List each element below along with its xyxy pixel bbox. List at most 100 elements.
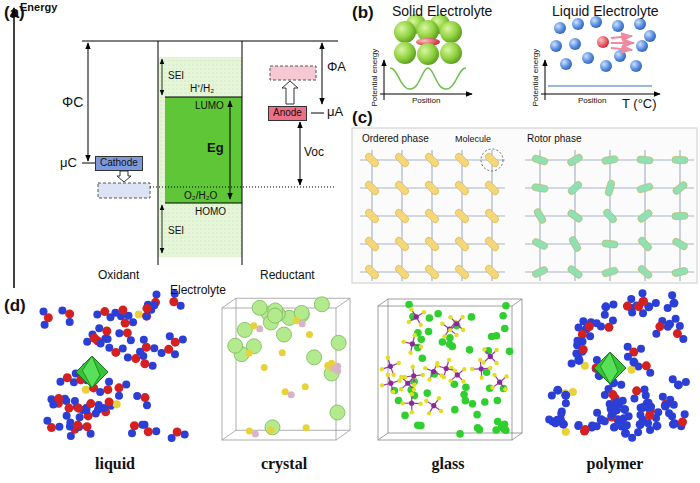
atom (446, 334, 454, 342)
molecule (605, 179, 616, 196)
atom (102, 326, 111, 335)
atom (641, 386, 649, 394)
caption-label: glass (432, 455, 465, 473)
atom (681, 410, 689, 418)
molecule (484, 236, 500, 252)
text-label: (b) (352, 3, 374, 23)
atom (58, 307, 66, 315)
text-label: LUMO (195, 100, 224, 112)
atom (140, 359, 149, 368)
atom (604, 323, 613, 332)
atom (562, 428, 570, 436)
cell-edge (222, 308, 336, 440)
atom (410, 410, 414, 414)
atom (630, 395, 638, 403)
atom (494, 397, 502, 405)
atom (434, 310, 442, 318)
atom (288, 391, 295, 398)
molecule (424, 152, 440, 168)
molecule (364, 152, 380, 168)
atom (261, 364, 268, 371)
atom (391, 373, 395, 377)
atom (173, 428, 182, 437)
atom (150, 344, 158, 352)
atom (468, 313, 476, 321)
atom (142, 312, 151, 321)
atom (121, 319, 130, 328)
atom (411, 373, 416, 378)
atom (442, 334, 446, 338)
molecule (566, 153, 583, 167)
atom (601, 311, 609, 319)
molecule (394, 152, 410, 168)
atom (568, 360, 576, 368)
atom (169, 297, 178, 306)
atom (405, 381, 410, 386)
atom (601, 302, 610, 311)
atom (330, 405, 345, 420)
text-label: SEI (168, 70, 184, 82)
atom (578, 330, 587, 339)
atom (54, 394, 63, 403)
atom (632, 386, 641, 395)
atom (421, 373, 425, 377)
atom (644, 419, 652, 427)
atom (55, 423, 63, 431)
text-label: HOMO (195, 206, 226, 218)
atom (579, 345, 588, 354)
atom (623, 421, 631, 429)
molecule (567, 264, 584, 279)
cell-edge (512, 433, 522, 440)
text-label: Position (412, 96, 440, 105)
atom (130, 421, 139, 430)
molecule (484, 152, 500, 168)
atom (503, 387, 507, 391)
ion-sphere (600, 60, 612, 72)
atom (66, 318, 74, 326)
atom (414, 421, 422, 429)
text-label: Rotor phase (527, 133, 581, 145)
molecule (567, 180, 583, 196)
molecule (602, 155, 619, 165)
atom (678, 417, 687, 426)
atom (142, 304, 151, 313)
atom (144, 427, 153, 436)
atom (152, 427, 160, 435)
atom (454, 321, 459, 326)
molecule (637, 156, 654, 165)
text-label: (c) (352, 108, 373, 128)
atom (115, 329, 123, 337)
atom (460, 391, 468, 399)
atom (490, 385, 494, 389)
atom (82, 386, 90, 394)
atom (664, 323, 672, 331)
molecule (454, 180, 470, 196)
atom (620, 405, 629, 414)
atom (114, 383, 123, 392)
atom (674, 380, 683, 389)
atom (419, 344, 423, 348)
atom (601, 391, 609, 399)
atom (410, 392, 414, 396)
atom (276, 327, 291, 342)
atom (425, 328, 433, 336)
atom (652, 421, 661, 430)
molecule (532, 183, 549, 192)
molecule (454, 208, 470, 224)
atom (427, 411, 431, 415)
atom (427, 377, 431, 381)
atom (593, 319, 601, 327)
molecule (454, 152, 470, 168)
atom (454, 333, 458, 337)
atom (118, 306, 127, 315)
molecule (531, 265, 548, 278)
caption-label: crystal (261, 455, 307, 473)
molecule (531, 237, 548, 250)
text-label: Ordered phase (362, 133, 429, 145)
atom (408, 351, 412, 355)
atom (621, 429, 630, 438)
atom (456, 430, 464, 438)
atom (435, 364, 439, 368)
atom (179, 336, 187, 344)
atom (451, 406, 459, 414)
